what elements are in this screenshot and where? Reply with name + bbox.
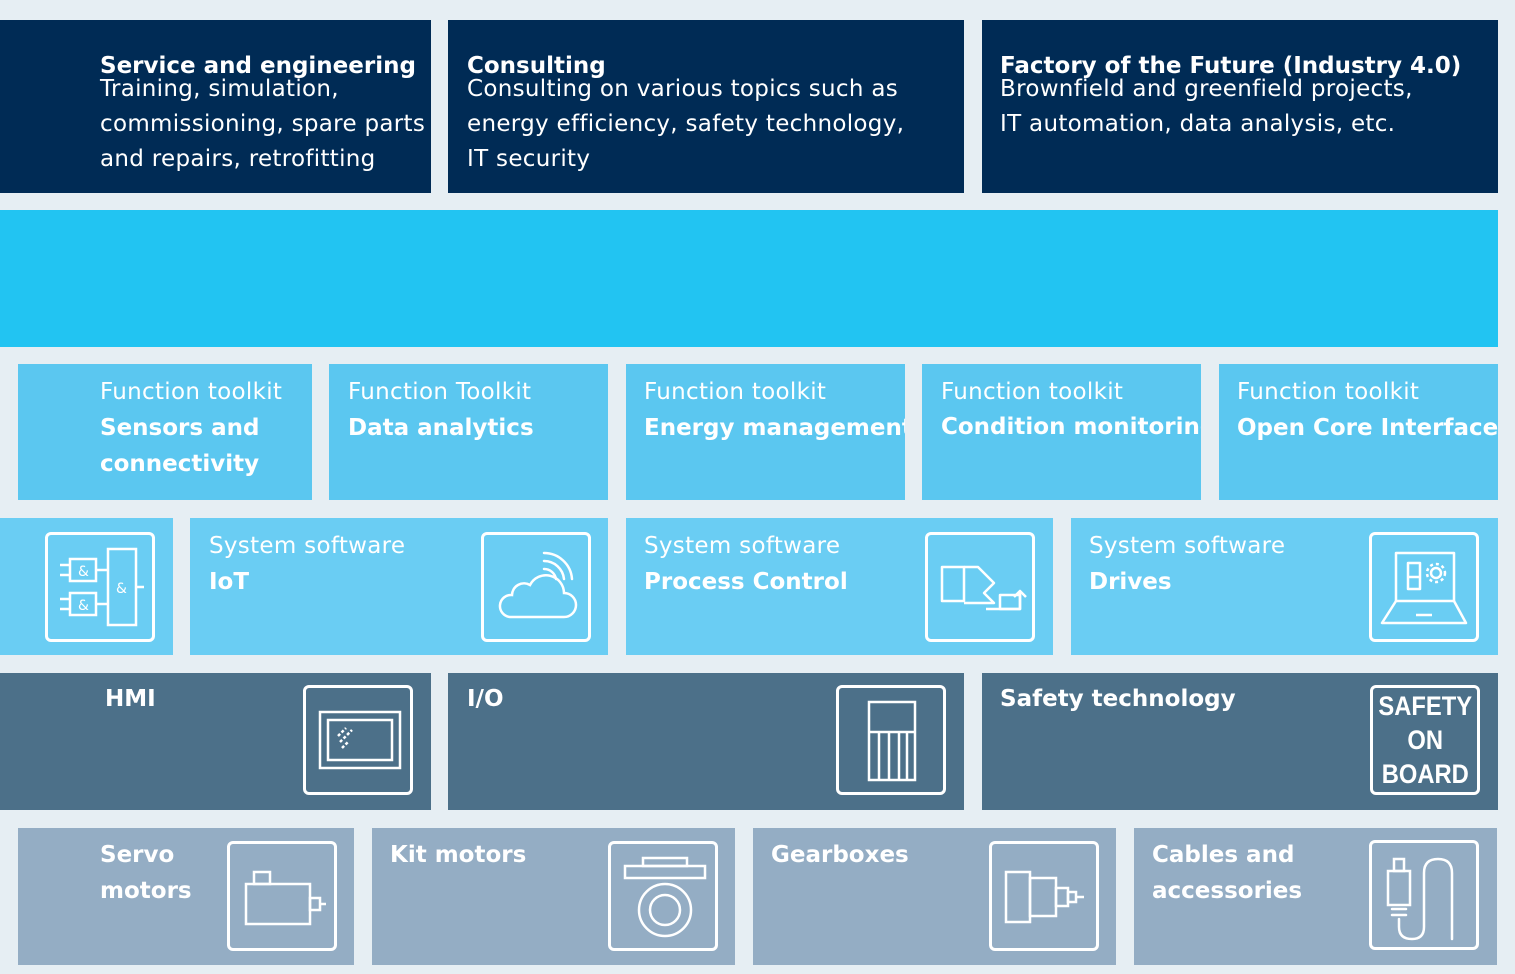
tile-description: Training, simulation, commissioning, spa… [100,76,426,172]
consulting-tile[interactable]: Consulting Consulting on various topics … [448,20,964,193]
toolkit-label: Function toolkit [100,379,283,405]
toolkit-open-core-interface[interactable]: Function toolkit Open Core Interface [1219,364,1498,500]
logic-and-gates-icon: & & & [45,532,155,642]
toolkit-name: Condition monitoring [941,414,1201,440]
toolkit-energy-management[interactable]: Function toolkit Energy management [626,364,905,500]
io-tile[interactable]: I/O [448,673,964,810]
toolkit-label: Function toolkit [941,379,1124,405]
servo-motors-tile[interactable]: Servo motors [18,828,354,965]
platform-band [0,210,1498,347]
system-software-label: System software [209,533,406,559]
svg-text:&: & [78,564,89,580]
logic-control-tile[interactable]: & & & [0,518,173,655]
system-software-iot[interactable]: System software IoT [190,518,608,655]
service-engineering-tile[interactable]: Service and engineering Training, simula… [0,20,431,193]
component-name: Servo motors [100,842,192,904]
component-name: Gearboxes [771,842,909,868]
component-name: Kit motors [390,842,527,868]
factory-of-future-tile[interactable]: Factory of the Future (Industry 4.0) Bro… [982,20,1498,193]
toolkit-name: Open Core Interface [1237,415,1498,441]
hardware-name: I/O [467,686,504,712]
hardware-name: HMI [105,686,156,712]
toolkit-name: Data analytics [348,415,534,441]
toolkit-name: Energy management [644,415,905,441]
toolkit-label: Function toolkit [1237,379,1420,405]
toolkit-label: Function Toolkit [348,379,532,405]
io-module-icon [836,685,946,795]
toolkit-label: Function toolkit [644,379,827,405]
servo-motor-icon [227,841,337,951]
system-software-label: System software [1089,533,1286,559]
component-name: Cables and accessories [1152,842,1303,904]
tile-title: Factory of the Future (Industry 4.0) [1000,53,1462,79]
svg-text:&: & [78,598,89,614]
tile-title: Consulting [467,53,606,79]
hardware-name: Safety technology [1000,686,1236,712]
safety-technology-tile[interactable]: Safety technology SAFETY ON BOARD [982,673,1498,810]
system-software-process-control[interactable]: System software Process Control [626,518,1053,655]
laptop-drive-icon [1369,532,1479,642]
cables-accessories-tile[interactable]: Cables and accessories [1134,828,1497,965]
cable-connector-icon [1369,840,1479,950]
toolkit-data-analytics[interactable]: Function Toolkit Data analytics [329,364,608,500]
system-software-name: Process Control [644,569,848,595]
svg-text:&: & [116,581,127,597]
toolkit-sensors-connectivity[interactable]: Function toolkit Sensors and connectivit… [18,364,312,500]
kit-motors-tile[interactable]: Kit motors [372,828,735,965]
tile-description: Brownfield and greenfield projects, IT a… [1000,76,1413,137]
system-software-drives[interactable]: System software Drives [1071,518,1498,655]
process-flow-icon [925,532,1035,642]
system-software-label: System software [644,533,841,559]
cloud-wireless-icon [481,532,591,642]
gearboxes-tile[interactable]: Gearboxes [753,828,1116,965]
system-software-name: Drives [1089,569,1172,595]
toolkit-name: Sensors and connectivity [100,415,260,477]
system-software-name: IoT [209,569,250,595]
kit-motor-icon [608,841,718,951]
safety-on-board-badge: SAFETY ON BOARD [1370,685,1480,795]
tile-description: Consulting on various topics such as ene… [467,76,905,172]
hmi-display-icon [303,685,413,795]
gearbox-icon [989,841,1099,951]
hmi-tile[interactable]: HMI [0,673,431,810]
toolkit-condition-monitoring[interactable]: Function toolkit Condition monitoring [922,364,1201,500]
tile-title: Service and engineering [100,53,416,79]
